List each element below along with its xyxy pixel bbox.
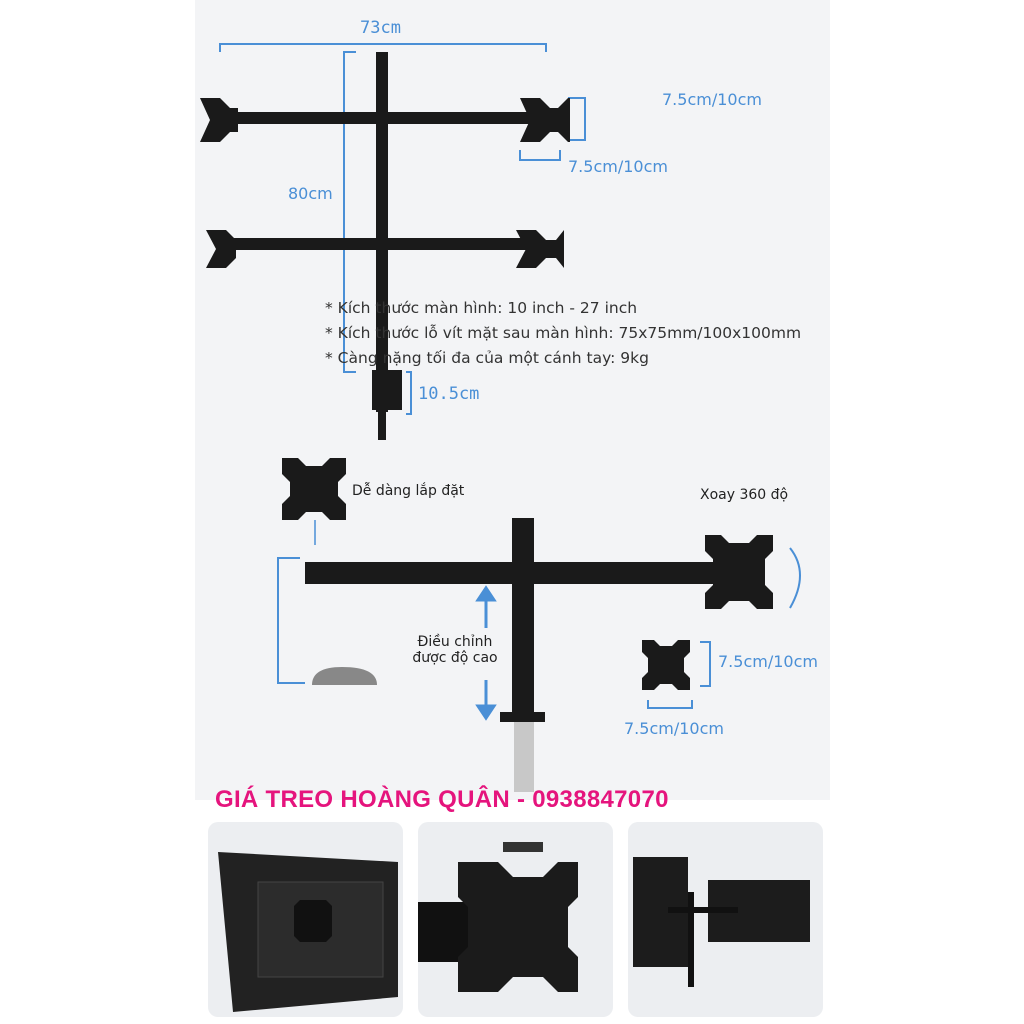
dim-vesa-bottom-h: 7.5cm/10cm <box>624 719 724 738</box>
photo-vesa-plate <box>418 822 613 1017</box>
feature-easy-install: Dễ dàng lắp đặt <box>352 483 465 499</box>
dim-vesa-top-v: 7.5cm/10cm <box>662 90 762 109</box>
quad-mount <box>200 52 570 440</box>
quad-mount-illustration <box>200 43 801 792</box>
feature-rotate: Xoay 360 độ <box>700 487 789 503</box>
photo-dual-monitors <box>628 822 823 1017</box>
dim-height: 80cm <box>288 184 333 203</box>
spec-list: * Kích thước màn hình: 10 inch - 27 inch… <box>325 296 801 371</box>
dim-width: 73cm <box>360 18 401 38</box>
dual-mount <box>282 458 773 722</box>
dim-vesa-top-h: 7.5cm/10cm <box>568 157 668 176</box>
banner-title: GIÁ TREO HOÀNG QUÂN - 0938847070 <box>215 786 669 813</box>
rotate-arrow-icon <box>789 547 801 609</box>
photo-monitor-back <box>208 822 403 1017</box>
feature-height-adjust: Điều chỉnh được độ cao <box>412 634 498 666</box>
dim-clamp: 10.5cm <box>418 384 480 404</box>
dimension-lines <box>219 43 711 709</box>
dim-vesa-bottom-v: 7.5cm/10cm <box>718 652 818 671</box>
spec-item: * Càng nặng tối đa của một cánh tay: 9kg <box>325 349 649 367</box>
spec-item: * Kích thước lỗ vít mặt sau màn hình: 75… <box>325 324 802 342</box>
spec-item: * Kích thước màn hình: 10 inch - 27 inch <box>325 299 638 317</box>
height-arrows <box>475 585 497 721</box>
